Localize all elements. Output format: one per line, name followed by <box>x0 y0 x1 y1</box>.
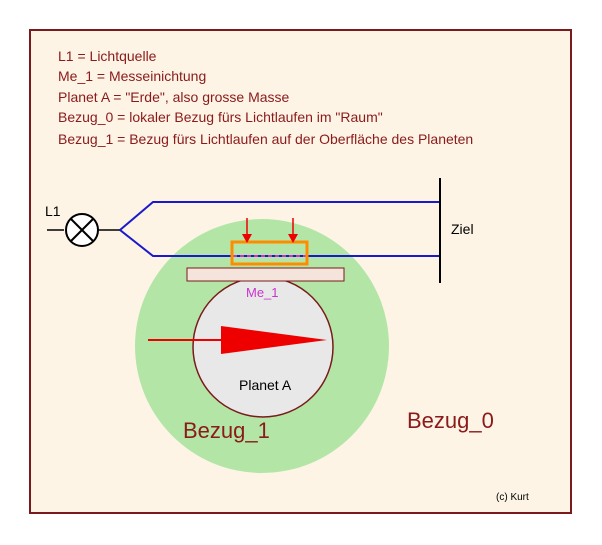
legend-line-bezug-0: Bezug_0 = lokaler Bezug fürs Lichtlaufen… <box>58 109 383 125</box>
legend-line-planet: Planet A = "Erde", also grosse Masse <box>58 89 290 105</box>
copyright-label: (c) Kurt <box>496 492 529 503</box>
measurement-device-label: Me_1 <box>246 285 279 300</box>
measurement-box <box>230 240 309 266</box>
legend-line-bezug-1: Bezug_1 = Bezug fürs Lichtlaufen auf der… <box>58 131 473 147</box>
measurement-marker-right <box>288 218 298 243</box>
measurement-marker-left <box>242 218 252 243</box>
motion-arrow-head <box>221 326 327 354</box>
measurement-plate <box>186 267 345 282</box>
legend-line-messeinrichtung: Me_1 = Messeinichtung <box>58 68 206 84</box>
light-source-lamp-icon <box>65 213 99 247</box>
light-path-upper <box>119 201 440 231</box>
legend-line-lichtquelle: L1 = Lichtquelle <box>58 48 157 64</box>
light-source-label: L1 <box>45 203 61 219</box>
bezug-0-label: Bezug_0 <box>407 408 494 433</box>
bezug-1-label: Bezug_1 <box>183 418 270 443</box>
legend: L1 = Lichtquelle Me_1 = Messeinichtung P… <box>58 48 473 147</box>
target-label: Ziel <box>451 221 474 237</box>
planet-label: Planet A <box>239 377 292 393</box>
light-path-lower <box>119 229 440 257</box>
